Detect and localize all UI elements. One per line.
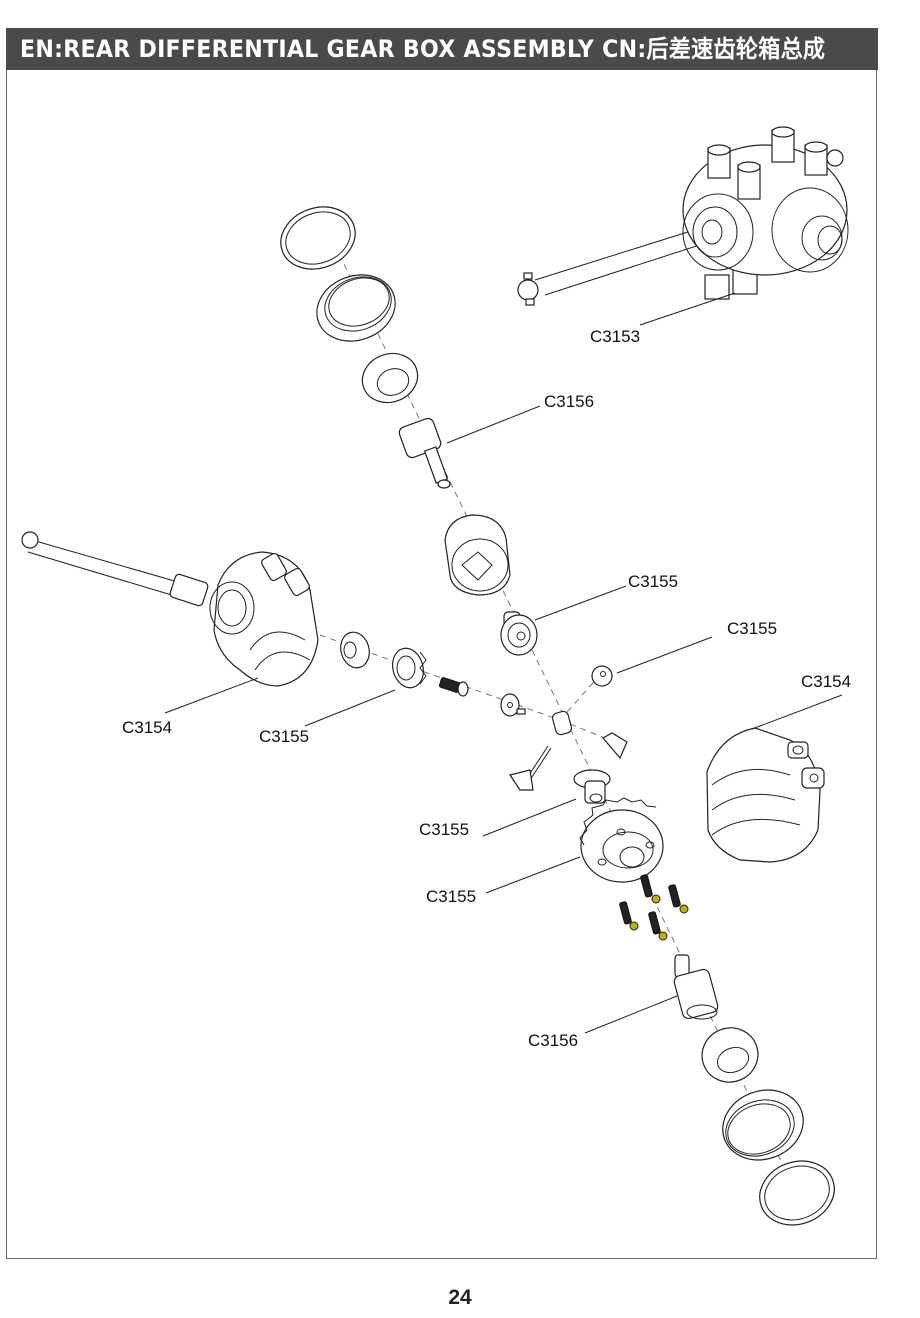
callout-c3155-a: C3155 [628,572,678,591]
callout-c3155-d: C3155 [419,820,469,839]
page-title-bar: EN:REAR DIFFERENTIAL GEAR BOX ASSEMBLY C… [6,28,878,70]
outdrive-cup-bottom [673,954,719,1020]
leader-c3155-b [616,636,713,674]
leader-c3156-bottom [584,995,678,1034]
callout-c3153: C3153 [590,327,640,346]
leader-c3155-e [485,856,581,894]
page-number: 24 [448,1286,472,1309]
spider-axis-lower [559,719,611,741]
o-ring-bottom [759,1160,835,1226]
leader-c3154-right [751,694,843,730]
seal-cup-top [316,274,396,342]
diff-housing-assembly [517,126,849,306]
seal-cup-bottom [722,1089,804,1161]
callout-c3155-b: C3155 [727,619,777,638]
bearing-left [340,631,370,669]
o-ring-top [280,206,356,270]
callout-c3154-right: C3154 [801,672,851,691]
gearbox-half-right [706,727,825,863]
bevel-gear-left [392,647,427,689]
leader-c3155-a [534,585,627,621]
callout-c3155-c: C3155 [259,727,309,746]
gearbox-half-left-assembly [21,531,319,687]
pinion-axis [319,634,561,721]
callout-c3156-bottom: C3156 [528,1031,578,1050]
ring-gear-screws [619,874,689,941]
leader-c3153 [639,292,736,326]
leader-c3154-left [164,677,259,714]
spider-gear-right-top [591,665,613,687]
screw-left [438,677,469,697]
spider-gear-right-lower [602,732,628,760]
bearing-top [361,352,419,404]
lower-bevel-gear [573,769,611,804]
leader-c3156-top [446,405,541,444]
leader-c3155-d [482,798,577,837]
bearing-bottom [701,1027,759,1083]
cross-pin-with-gear [509,745,552,791]
upper-bevel-gear [500,611,538,656]
leader-c3155-c [304,689,396,727]
outdrive-cup-top [398,417,451,489]
page-title: EN:REAR DIFFERENTIAL GEAR BOX ASSEMBLY C… [20,35,826,63]
spider-gear-left [500,693,526,717]
diff-case [444,514,511,596]
diff-cross-center [551,710,573,736]
callout-c3155-e: C3155 [426,887,476,906]
ring-gear [579,797,664,883]
callout-c3156-top: C3156 [544,392,594,411]
callout-c3154-left: C3154 [122,718,172,737]
